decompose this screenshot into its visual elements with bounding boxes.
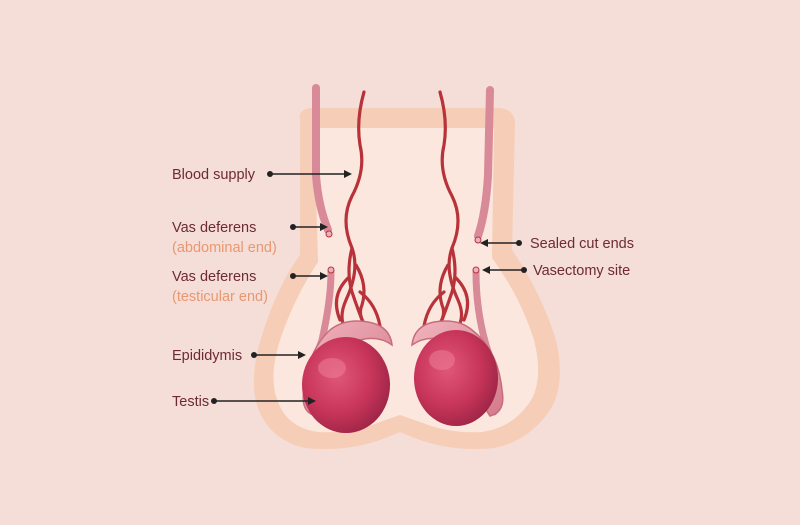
right-sealed-end	[474, 236, 482, 244]
right-testis	[414, 330, 498, 426]
left-leaders	[211, 170, 352, 405]
left-testis	[302, 337, 390, 433]
label-sealed-cut-ends: Sealed cut ends	[530, 236, 634, 252]
label-testis: Testis	[172, 394, 209, 410]
left-testis-highlight	[318, 358, 346, 378]
label-vas-abdominal-sub: (abdominal end)	[172, 240, 277, 256]
label-epididymis: Epididymis	[172, 348, 242, 364]
label-vas-testicular: Vas deferens	[172, 269, 256, 285]
label-vasectomy-site: Vasectomy site	[533, 263, 630, 279]
label-vas-abdominal: Vas deferens	[172, 220, 256, 236]
right-vas-upper	[474, 86, 494, 240]
right-leaders	[480, 239, 527, 274]
left-cut-end	[327, 266, 335, 274]
right-cut-end	[472, 266, 480, 274]
left-sealed-end	[325, 230, 333, 238]
label-vas-testicular-sub: (testicular end)	[172, 289, 268, 305]
label-blood-supply: Blood supply	[172, 167, 256, 183]
right-testis-highlight	[429, 350, 455, 370]
left-vas-upper	[312, 84, 332, 234]
right-blood-vessels	[422, 90, 470, 334]
